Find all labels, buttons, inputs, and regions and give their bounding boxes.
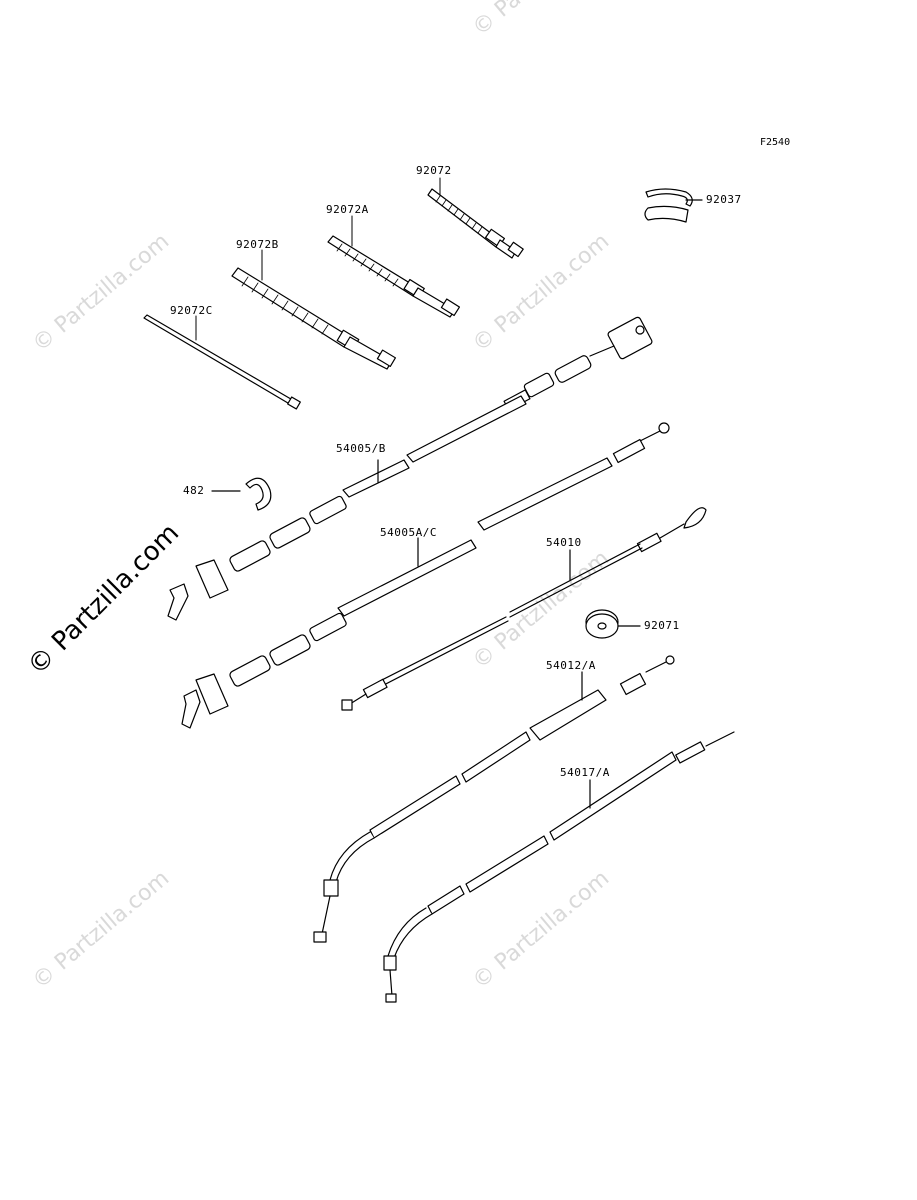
callout-92072a: 92072A [326,203,369,216]
e-clip-482 [211,477,272,511]
grommet-92071 [585,609,641,639]
cable-54010 [341,507,707,711]
callout-92072c: 92072C [170,304,213,317]
callout-54017a: 54017/A [560,766,610,779]
cable-54012a [313,655,675,943]
cable-54005b [167,316,653,621]
callout-92072: 92072 [416,164,452,177]
cable-54005ac [181,422,670,729]
callout-54010: 54010 [546,536,582,549]
callout-54005ac: 54005A/C [380,526,437,539]
callout-92071: 92071 [644,619,680,632]
cable-tie-92072a [327,235,461,318]
cable-54017a [383,731,735,1003]
cable-tie-92072b [231,267,397,370]
callout-54012a: 54012/A [546,659,596,672]
callout-482: 482 [183,484,205,497]
figure-code: F2540 [760,137,791,148]
callout-54005b: 54005/B [336,442,386,455]
cable-tie-92072 [427,188,524,259]
callout-92072b: 92072B [236,238,279,251]
callout-92037: 92037 [706,193,742,206]
callout-leaders [195,177,441,341]
cable-tie-92072c [143,314,301,410]
clamp-92037 [644,188,703,223]
